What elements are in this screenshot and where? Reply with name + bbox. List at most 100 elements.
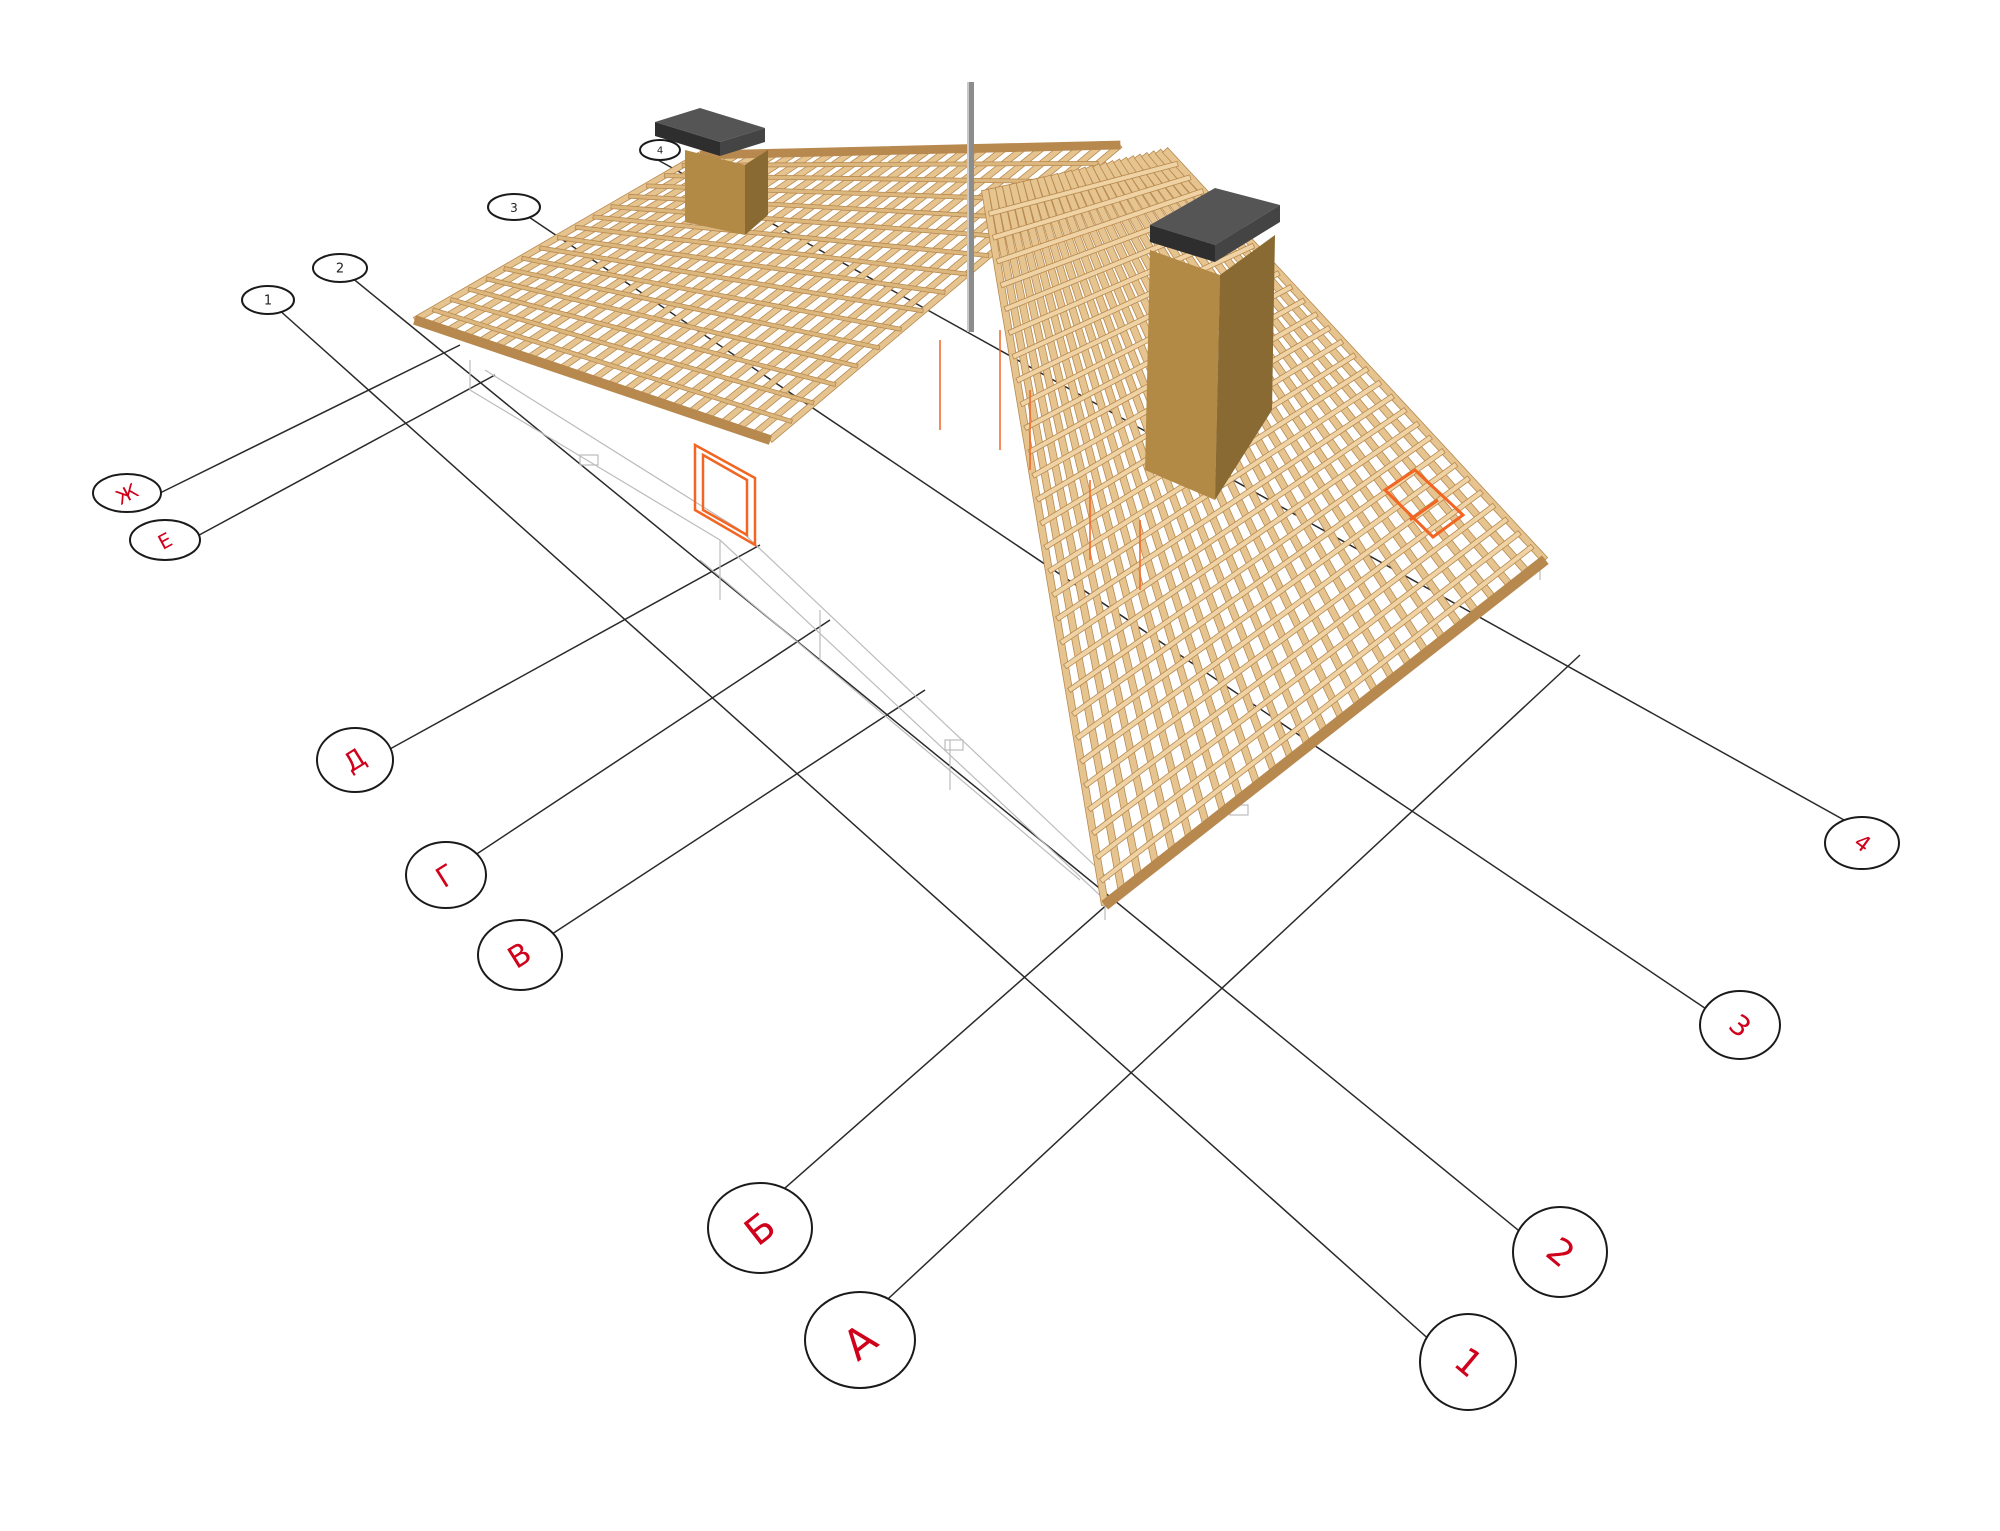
gable-window (693, 442, 757, 548)
batten-right (1071, 448, 1446, 717)
batten-left (467, 286, 837, 388)
chimney-right-front (1145, 250, 1220, 500)
axis-bubbles: Ж Е Д Г В Б А 1 (92, 139, 1900, 1411)
axis-bubble-g: Г (405, 841, 487, 909)
batten-right (1063, 420, 1421, 670)
batten-left (556, 235, 946, 295)
chimney-right-cap-front (1150, 225, 1215, 262)
axis-bubble-c3-ring (487, 193, 541, 221)
foundation-block-2 (944, 739, 964, 751)
axis-bubble-a: А (804, 1291, 916, 1389)
gable-window-inner (701, 452, 749, 538)
axis-bubble-v: В (477, 919, 563, 991)
batten-right (1067, 434, 1433, 694)
batten-left (521, 255, 903, 332)
mast-pole-highlight (967, 82, 969, 332)
batten-right (1090, 516, 1510, 837)
axis-bubble-c4-ring (639, 139, 681, 161)
batten-right (1094, 530, 1522, 860)
eave-fascia-left (413, 315, 772, 445)
axis-bubble-b-ring (707, 1182, 813, 1274)
gable-window-frame (693, 442, 757, 548)
batten-left (538, 245, 924, 314)
axis-bubble-c1: 1 (241, 285, 295, 315)
wall-outline-left (469, 360, 1106, 920)
axis-bubble-c4-label: 4 (657, 146, 663, 157)
roof-skylight-bar (1409, 498, 1439, 522)
axis-bubble-a-ring (804, 1291, 916, 1389)
axis-bubble-f4: 4 (1824, 816, 1900, 870)
batten-left (449, 297, 815, 406)
chimney-left-cap-side (720, 128, 765, 156)
batten-left (681, 160, 1099, 168)
axis-bubble-c2: 2 (312, 253, 368, 283)
leader-zh (159, 344, 461, 494)
axis-bubble-f2: 2 (1512, 1206, 1608, 1298)
chimney-left-side (745, 150, 768, 235)
batten-right (987, 160, 1179, 217)
antenna-mast (967, 82, 974, 332)
axis-bubble-e-ring (129, 519, 201, 561)
axis-bubble-f1: 1 (1419, 1313, 1517, 1411)
chimney-right-cap-top (1150, 188, 1280, 245)
ridge-beam (699, 140, 1121, 160)
batten-right (1086, 502, 1497, 813)
batten-right (1098, 543, 1535, 884)
eave-fascia-right (1101, 555, 1549, 910)
chimney-left-cap-top (655, 108, 765, 142)
axis-bubble-f4-ring (1824, 816, 1900, 870)
batten-left (431, 307, 794, 425)
axis-bubble-f3-ring (1699, 990, 1781, 1060)
foundation-block-1 (579, 454, 599, 466)
axis-bubble-b: Б (707, 1182, 813, 1274)
chimney-right-side (1215, 235, 1275, 500)
batten-right (1059, 407, 1408, 646)
batten-left (592, 214, 990, 259)
axis-bubble-e: Е (129, 519, 201, 561)
axis-bubble-c3: 3 (487, 193, 541, 221)
interior-posts (939, 330, 1141, 590)
wall-outline-bottom (484, 369, 1111, 881)
axis-bubble-f3: 3 (1699, 990, 1781, 1060)
axis-leader-lines (159, 149, 1881, 1361)
axis-bubble-f2-ring (1512, 1206, 1608, 1298)
leader-b (759, 879, 1136, 1211)
batten-left (485, 276, 859, 369)
batten-right (991, 174, 1192, 241)
roof-skylight (1382, 468, 1466, 539)
axis-bubble-c3-label: 3 (510, 201, 518, 215)
leader-c3 (513, 206, 1731, 1026)
batten-left (503, 266, 881, 351)
chimney-right (1145, 188, 1280, 500)
leader-a (859, 654, 1581, 1326)
leader-c1 (267, 299, 1453, 1361)
batten-right (1082, 489, 1484, 789)
chimney-left-cap-front (655, 122, 720, 156)
axis-bubble-g-ring (405, 841, 487, 909)
roof-skylight-frame (1382, 468, 1466, 539)
axis-bubble-c1-ring (241, 285, 295, 315)
axis-bubble-f1-ring (1419, 1313, 1517, 1411)
chimney-right-cap-side (1215, 205, 1280, 262)
axis-bubble-c1-label: 1 (264, 294, 272, 309)
wall-outline-inner (699, 559, 1081, 881)
leader-v (519, 689, 926, 956)
leader-d (369, 544, 761, 761)
axis-bubble-c2-label: 2 (336, 262, 344, 277)
axis-bubble-c2-ring (312, 253, 368, 283)
axis-bubble-v-ring (477, 919, 563, 991)
batten-right (995, 188, 1205, 265)
batten-right (1074, 461, 1459, 741)
chimney-left-front (685, 150, 745, 235)
leader-c4 (639, 149, 1881, 841)
axis-bubble-zh-ring (92, 473, 162, 513)
axis-bubble-d: Д (316, 727, 394, 793)
leader-e (189, 374, 496, 541)
roof-slope-left (412, 140, 1123, 445)
mast-pole (967, 82, 974, 332)
chimney-left (655, 108, 768, 235)
axis-bubble-d-ring (316, 727, 394, 793)
axis-bubble-zh: Ж (92, 473, 162, 513)
axis-bubble-c4: 4 (639, 139, 681, 161)
